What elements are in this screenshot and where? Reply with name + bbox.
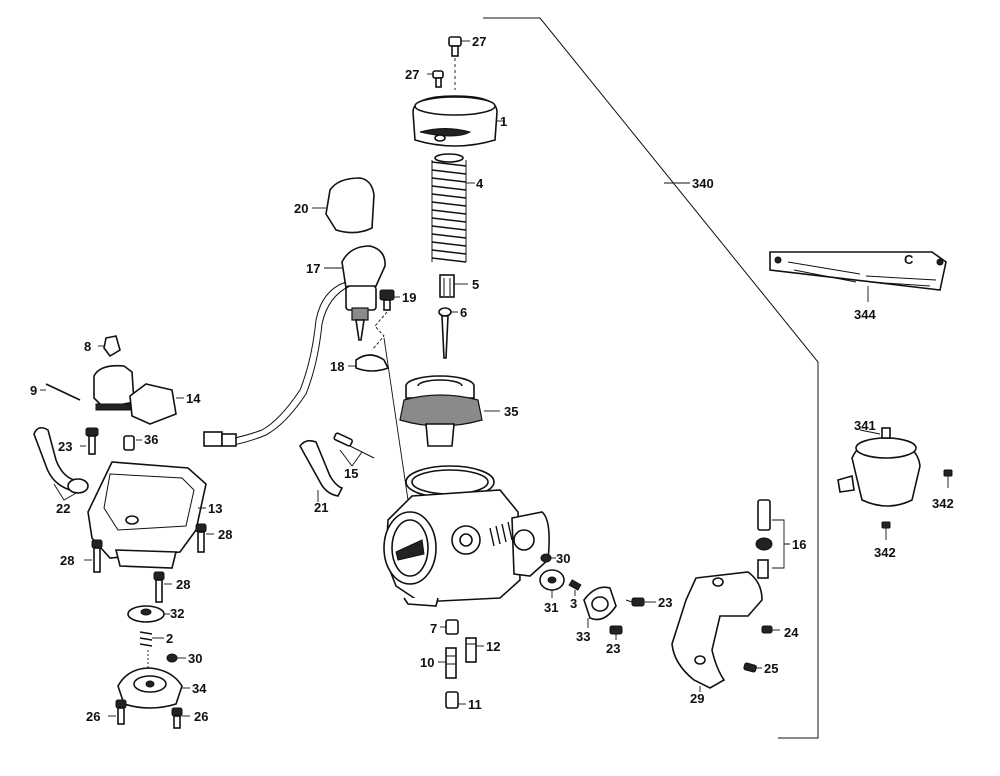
carburetor-body [383,337,550,607]
screw-19 [371,289,400,351]
main-jet-11 [445,691,466,709]
label-29: 29 [690,691,704,706]
label-30-lower: 30 [188,651,202,666]
screw-342-upper [943,469,953,488]
label-19: 19 [402,290,416,305]
label-34: 34 [192,681,207,696]
label-14: 14 [186,391,201,406]
label-1: 1 [500,114,507,129]
label-10: 10 [420,655,434,670]
choke-cover [312,177,375,234]
label-25: 25 [764,661,778,676]
label-342-upper: 342 [932,496,954,511]
label-18: 18 [330,359,344,374]
label-17: 17 [306,261,320,276]
label-31: 31 [544,600,558,615]
label-23-lower: 23 [606,641,620,656]
label-342-lower: 342 [874,545,896,560]
float-14 [93,364,184,425]
label-8: 8 [84,339,91,354]
screws-26 [108,699,190,729]
label-27-second: 27 [405,67,419,82]
label-35: 35 [504,404,518,419]
label-12: 12 [486,639,500,654]
seal-31 [539,569,565,598]
label-28-left: 28 [60,553,74,568]
label-28-right: 28 [218,527,232,542]
adjuster-16 [755,499,790,579]
label-4: 4 [476,176,484,191]
carburetor-top-cap [412,95,505,147]
canister-341 [837,427,921,507]
label-20: 20 [294,201,308,216]
plate-33 [583,586,617,628]
label-2: 2 [166,631,173,646]
label-27-top: 27 [472,34,486,49]
part-labels: 27 27 1 4 340 20 C 17 5 19 6 344 8 18 9 … [30,34,954,724]
screw-27-top [448,36,470,90]
label-24: 24 [784,625,799,640]
screw-342-lower [881,521,891,540]
needle-jet-10 [438,647,457,679]
label-26-right: 26 [194,709,208,724]
screw-24 [761,625,780,634]
float-pin-9 [40,383,81,401]
label-340: 340 [692,176,714,191]
label-30-upper: 30 [556,551,570,566]
diaphragm-32 [127,605,170,623]
label-6: 6 [460,305,467,320]
float-bowl-13 [87,435,207,569]
label-16: 16 [792,537,806,552]
label-13: 13 [208,501,222,516]
label-c: C [904,252,914,267]
label-9: 9 [30,383,37,398]
screw-23-left [80,427,99,455]
kit-bracket-340 [483,17,819,739]
label-7: 7 [430,621,437,636]
screw-23-lower [609,625,623,640]
label-341: 341 [854,418,876,433]
label-28-middle: 28 [176,577,190,592]
washer-30-upper [540,553,556,563]
hose-22 [33,426,89,501]
label-23-right: 23 [658,595,672,610]
jet-12 [465,637,484,663]
throttle-spring [431,153,475,263]
screws-28 [84,523,214,603]
label-23-left: 23 [58,439,72,454]
label-21: 21 [314,500,328,515]
jet-needle [438,307,458,359]
auto-choke-assembly [203,245,386,447]
label-32: 32 [170,606,184,621]
screw-25 [743,662,762,673]
washer-30-lower [147,650,186,672]
screw-23-right [625,597,656,607]
label-33: 33 [576,629,590,644]
label-5: 5 [472,277,479,292]
label-11: 11 [468,697,482,712]
screw-27-second [427,70,444,88]
label-26-left: 26 [86,709,100,724]
spring-2 [139,631,164,647]
label-15: 15 [344,466,358,481]
label-344: 344 [854,307,876,322]
label-3: 3 [570,596,577,611]
gasket-strip-344 [769,251,947,302]
drain-hose-21 [299,439,344,502]
throttle-bracket-29 [671,571,763,692]
choke-retaining-plate [348,354,390,372]
needle-clip [439,274,468,298]
jet-7 [440,619,459,635]
cover-34 [117,667,190,709]
vacuum-piston-diaphragm [399,375,500,447]
screw-3 [568,579,582,596]
idle-screw-15 [333,432,375,467]
label-36: 36 [144,432,158,447]
label-22: 22 [56,501,70,516]
pin-8 [98,335,121,358]
